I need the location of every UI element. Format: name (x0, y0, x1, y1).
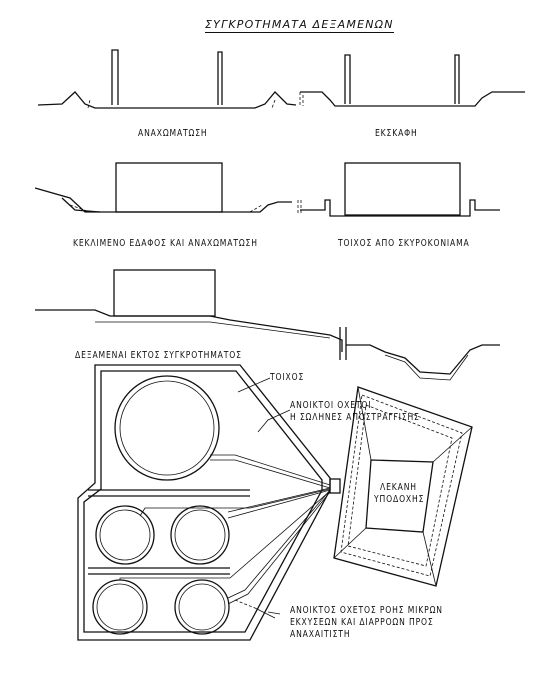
label-sloped-ground: ΚΕΚΛΙΜΕΝΟ ΕΔΑΦΟΣ ΚΑΙ ΑΝΑΧΩΜΑΤΩΣΗ (73, 238, 258, 249)
label-open-channels-2: Η ΣΩΛΗΝΕΣ ΑΠΟΣΤΡΑΓΓΙΣΗΣ (290, 412, 420, 423)
label-open-channels-1: ΑΝΟΙΚΤΟΙ ΟΧΕΤΟΙ (290, 400, 372, 411)
label-small-flow-3: ΑΝΑΧΑΙΤΙΣΤΗ (290, 629, 351, 640)
outside-complex-section (35, 269, 500, 381)
label-small-flow-2: ΕΚΧΥΣΕΩΝ ΚΑΙ ΔΙΑΡΡΟΩΝ ΠΡΟΣ (290, 617, 434, 628)
label-outside-complex: ΔΕΞΑΜΕΝΑΙ ΕΚΤΟΣ ΣΥΓΚΡΟΤΗΜΑΤΟΣ (75, 350, 242, 361)
label-basin-1: ΛΕΚΑΝΗ (380, 482, 417, 493)
label-excavation: ΕΚΣΚΑΦΗ (375, 128, 418, 139)
label-small-flow-1: ΑΝΟΙΚΤΟΣ ΟΧΕΤΟΣ ΡΟΗΣ ΜΙΚΡΩΝ (290, 605, 443, 616)
tank-bottom-right (174, 579, 230, 635)
label-wall: ΤΟΙΧΟΣ (270, 372, 305, 383)
tank-mid-left (95, 505, 155, 565)
sloped-ground-section (34, 162, 292, 213)
diagram-title: ΣΥΓΚΡΟΤΗΜΑΤΑ ΔΕΞΑΜΕΝΩΝ (205, 18, 394, 33)
tank-bottom-left (92, 579, 148, 635)
label-concrete-wall: ΤΟΙΧΟΣ ΑΠΟ ΣΚΥΡΟΚΟΝΙΑΜΑ (338, 238, 470, 249)
embankment-section (37, 49, 297, 109)
excavation-section (299, 54, 525, 107)
label-basin-2: ΥΠΟΔΟΧΗΣ (374, 494, 425, 505)
large-tank (114, 375, 220, 481)
concrete-wall-section (297, 162, 500, 217)
tank-mid-right (170, 505, 230, 565)
tank-complex-plan (77, 364, 341, 641)
label-embankment: ΑΝΑΧΩΜΑΤΩΣΗ (138, 128, 208, 139)
collection-basin (333, 386, 473, 587)
